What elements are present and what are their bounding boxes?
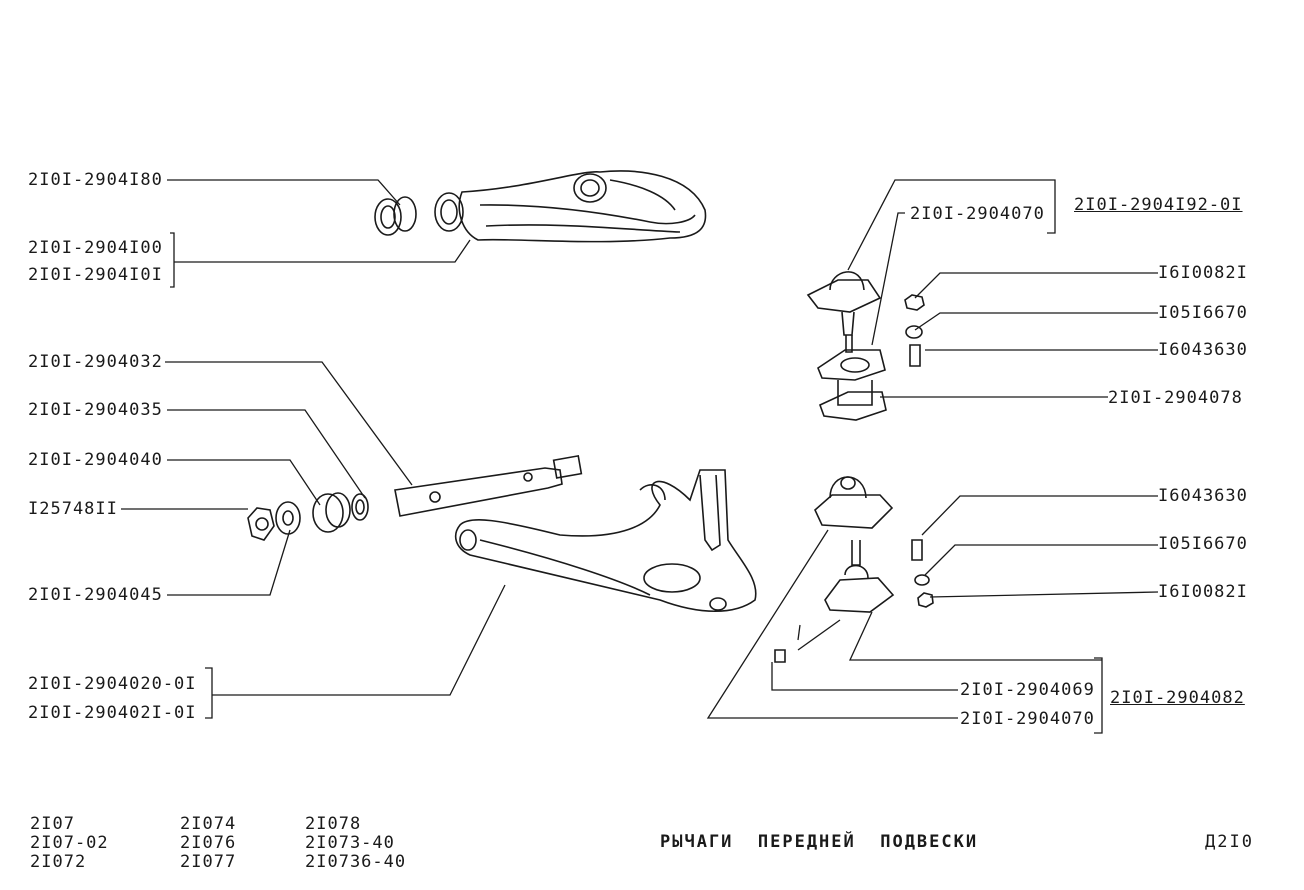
models-column-2: 2I074 2I076 2I077 (180, 815, 236, 872)
label-lower-ball-cover: 2I0I-2904070 (960, 709, 1095, 729)
axle-drawing (247, 454, 583, 541)
label-lower-arm-a: 2I0I-2904020-0I (28, 674, 197, 694)
label-axle: 2I0I-2904032 (28, 352, 163, 372)
leader-lines (121, 179, 1159, 734)
lower-ball-joint-drawing (774, 476, 934, 663)
label-lower-ball-kit: 2I0I-2904082 (1110, 688, 1245, 708)
label-lower-bolt: I6043630 (1158, 486, 1248, 506)
model-code: 2I074 (180, 814, 237, 834)
label-upper-ball-joint: 2I0I-2904078 (1108, 388, 1243, 408)
model-code: 2I078 (305, 814, 362, 834)
label-washer: 2I0I-2904035 (28, 400, 163, 420)
label-lower-washer: I05I6670 (1158, 534, 1248, 554)
page-title: РЫЧАГИ ПЕРЕДНЕЙ ПОДВЕСКИ (660, 832, 979, 852)
model-code: 2I073-40 (305, 833, 395, 853)
lower-arm-drawing (454, 469, 757, 612)
model-code: 2I076 (180, 833, 237, 853)
label-upper-washer: I05I6670 (1158, 303, 1248, 323)
upper-ball-joint-drawing (806, 271, 925, 421)
upper-arm-drawing (374, 170, 707, 243)
label-nut: I25748II (28, 499, 118, 519)
label-upper-arm-b: 2I0I-2904I0I (28, 265, 163, 285)
label-upper-ball-kit: 2I0I-2904I92-0I (1074, 195, 1243, 215)
label-bushing: 2I0I-2904040 (28, 450, 163, 470)
model-code: 2I07-02 (30, 833, 109, 853)
model-code: 2I0736-40 (305, 852, 407, 872)
label-lower-nut: I6I0082I (1158, 582, 1248, 602)
model-code: 2I07 (30, 814, 75, 834)
label-lower-pin: 2I0I-2904069 (960, 680, 1095, 700)
models-column-3: 2I078 2I073-40 2I0736-40 (305, 815, 406, 872)
label-upper-arm-a: 2I0I-2904I00 (28, 238, 163, 258)
model-code: 2I077 (180, 852, 237, 872)
label-upper-ball-cover: 2I0I-2904070 (910, 204, 1045, 224)
models-column-1: 2I07 2I07-02 2I072 (30, 815, 109, 872)
label-upper-bolt: I6043630 (1158, 340, 1248, 360)
label-thrust-washer: 2I0I-2904045 (28, 585, 163, 605)
model-code: 2I072 (30, 852, 87, 872)
label-upper-nut: I6I0082I (1158, 263, 1248, 283)
label-lower-arm-b: 2I0I-290402I-0I (28, 703, 197, 723)
label-upper-bushing: 2I0I-2904I80 (28, 170, 163, 190)
page-code: Д2I0 (1205, 832, 1254, 852)
